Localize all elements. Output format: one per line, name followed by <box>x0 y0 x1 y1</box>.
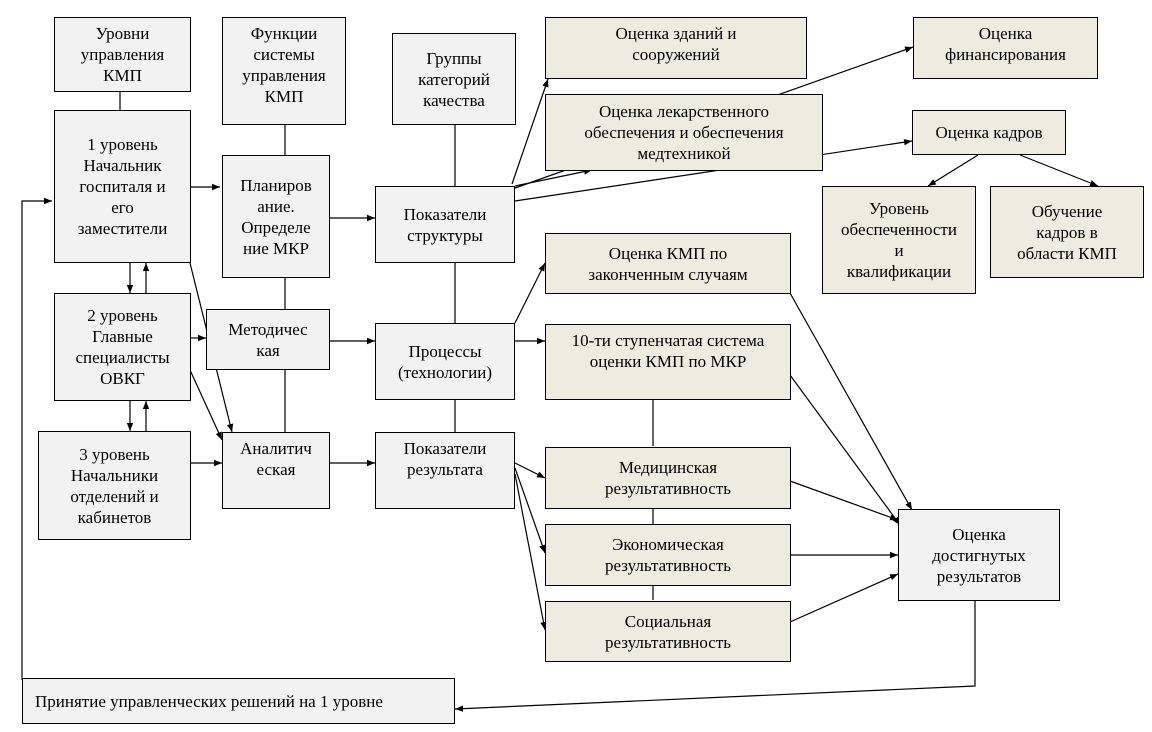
results-box: Показатели результата <box>375 432 515 509</box>
drug-supply-box: Оценка лекарственного обеспечения и обес… <box>545 94 823 171</box>
ten-step-box: 10-ти ступенчатая система оценки КМП по … <box>545 324 791 400</box>
level2-box: 2 уровень Главные специалисты ОВКГ <box>54 293 191 401</box>
arrow-level2-to-analytical <box>189 369 223 441</box>
arrow-structure-to-buildings <box>511 78 549 185</box>
medical-result-box: Медицинская результативность <box>545 447 791 509</box>
arrow-social-to-achieved <box>789 573 899 623</box>
economic-result-box: Экономическая результативность <box>545 524 791 586</box>
methodical-box: Методичес кая <box>206 309 330 370</box>
staff-level-box: Уровень обеспеченности и квалификации <box>822 186 976 294</box>
arrow-kmp-completed-to-achieved <box>789 292 913 511</box>
arrow-structure-to-staff <box>514 139 913 202</box>
quality-groups-header: Группы категорий качества <box>392 33 516 125</box>
structure-box: Показатели структуры <box>375 186 515 263</box>
arrow-processes-to-kmp-completed <box>514 262 546 324</box>
arrow-tenstep-to-achieved <box>789 374 901 526</box>
achieved-results-box: Оценка достигнутых результатов <box>898 509 1060 601</box>
analytical-box: Аналитич еская <box>222 432 330 509</box>
planning-box: Планиров ание. Определе ние МКР <box>222 155 330 278</box>
social-result-box: Социальная результативность <box>545 601 791 662</box>
arrow-results-to-social <box>514 473 547 631</box>
kmp-completed-box: Оценка КМП по законченным случаям <box>545 233 791 294</box>
arrow-decision-to-level1 <box>21 197 52 680</box>
level1-box: 1 уровень Начальник госпиталя и его заме… <box>54 110 191 263</box>
functions-header: Функции системы управления КМП <box>222 17 346 125</box>
arrow-results-to-medical <box>514 462 546 479</box>
staff-training-box: Обучение кадров в области КМП <box>990 186 1144 278</box>
level3-box: 3 уровень Начальники отделений и кабинет… <box>38 431 191 540</box>
financing-box: Оценка финансирования <box>913 17 1098 79</box>
buildings-box: Оценка зданий и сооружений <box>545 17 807 79</box>
arrow-results-to-economic <box>514 467 546 554</box>
arrow-staff-to-training <box>1019 154 1099 187</box>
arrow-medical-to-achieved <box>789 480 899 521</box>
processes-box: Процессы (технологии) <box>375 323 515 400</box>
decision-box: Принятие управленческих решений на 1 уро… <box>22 678 455 724</box>
arrow-staff-to-level <box>927 154 979 187</box>
arrow-achieved-to-decision <box>454 600 976 712</box>
staff-box: Оценка кадров <box>912 110 1066 155</box>
levels-header: Уровни управления КМП <box>54 17 191 92</box>
